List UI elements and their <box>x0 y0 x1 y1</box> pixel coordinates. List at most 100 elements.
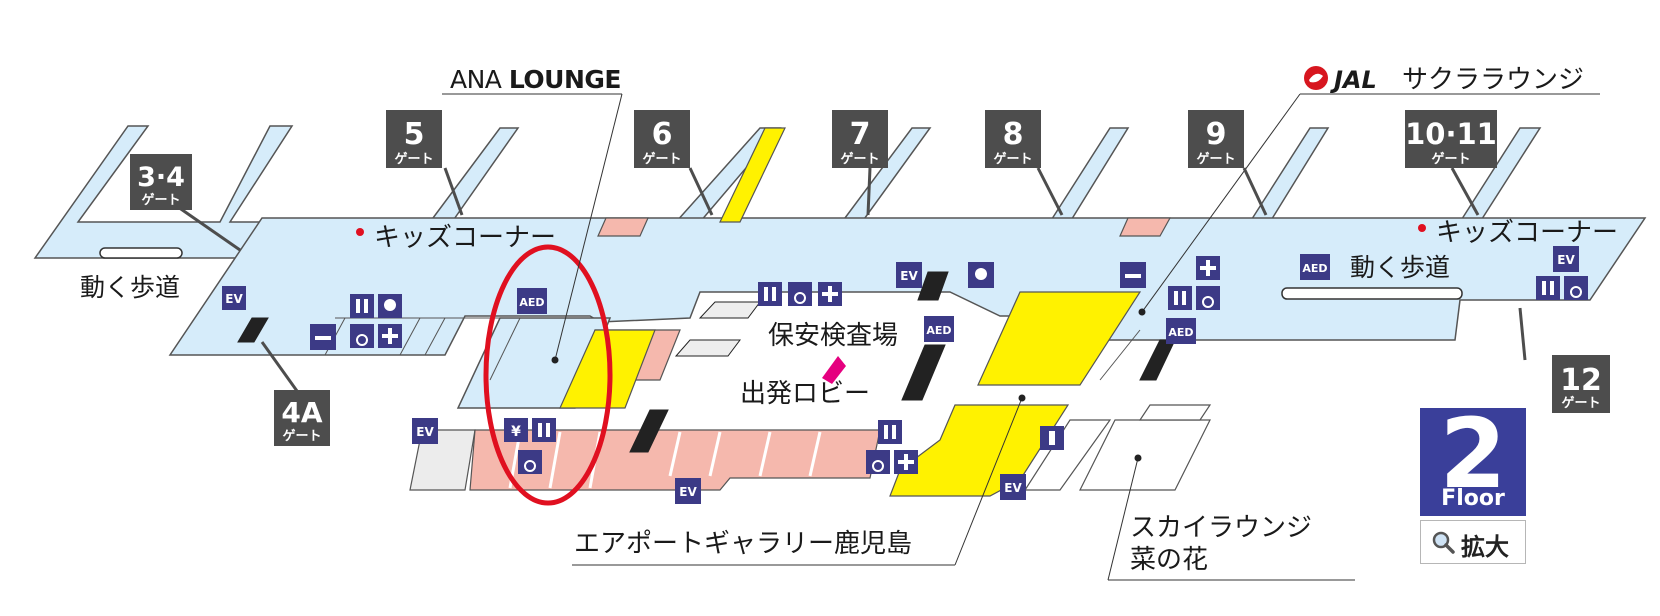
yellow-zones <box>559 127 1142 497</box>
gate-4a-box: 4A ゲート <box>274 390 330 446</box>
svg-text:ゲート: ゲート <box>1561 395 1600 411</box>
gate-12-box: 12 ゲート <box>1552 355 1610 413</box>
ana-lounge-highlight <box>483 244 613 506</box>
gate-10-11-box: 10·11 ゲート <box>1405 110 1497 168</box>
svg-text:12: 12 <box>1560 363 1602 398</box>
nursery-icon <box>378 294 402 318</box>
ev-icon: EV <box>412 418 438 444</box>
gate-pointers <box>177 167 1527 399</box>
aed-icon: AED <box>1300 254 1330 280</box>
first-aid-icon <box>378 324 402 348</box>
walkway-left-label: 動く歩道 <box>80 273 180 302</box>
escalator-center2 <box>917 271 949 301</box>
svg-text:AED: AED <box>1302 262 1327 275</box>
gate-7-box: 7 ゲート <box>832 110 888 168</box>
smoking-icon <box>1120 262 1146 288</box>
ev-icon: EV <box>1000 474 1026 500</box>
yellow-gate6 <box>719 127 786 223</box>
kids-corner-right-label: キッズコーナー <box>1436 218 1618 248</box>
nursery-icon <box>968 262 994 288</box>
departure-lobby-label: 出発ロビー <box>740 379 870 409</box>
accessible-icon <box>350 324 374 348</box>
restroom-icon <box>878 420 902 444</box>
ev-icon: EV <box>896 262 922 288</box>
walkway-right-shape <box>1281 287 1463 300</box>
svg-text:EV: EV <box>900 269 918 283</box>
gate-5-box: 5 ゲート <box>386 110 442 168</box>
pier-5 <box>428 127 520 223</box>
svg-text:EV: EV <box>225 292 243 306</box>
svg-text:5: 5 <box>404 117 425 152</box>
pier-8 <box>1048 127 1130 223</box>
security-checkpoint-label: 保安検査場 <box>768 321 898 351</box>
escalator-jal <box>1139 339 1176 381</box>
svg-text:EV: EV <box>416 425 434 439</box>
security-arrow-icon <box>822 356 846 384</box>
restroom-icon <box>758 282 782 306</box>
svg-text:AED: AED <box>926 324 951 337</box>
gate-9-box: 9 ゲート <box>1188 110 1244 168</box>
escalator-center <box>901 344 946 401</box>
escalator-lower <box>629 409 669 453</box>
floor-word: Floor <box>1441 486 1505 511</box>
jal-lounge-label: JAL サクララウンジ <box>1304 65 1584 95</box>
svg-text:ゲート: ゲート <box>1431 151 1470 167</box>
womens-restroom-icon <box>1040 426 1064 450</box>
svg-text:AED: AED <box>1168 326 1193 339</box>
aed-icon: AED <box>924 316 954 342</box>
accessible-icon <box>1196 286 1220 310</box>
sky-lounge-label: スカイラウンジ <box>1130 513 1312 543</box>
accessible-icon <box>1564 276 1588 300</box>
restroom-icon <box>1536 276 1560 300</box>
walkway-left-shape <box>99 247 183 259</box>
yellow-jal-lounge <box>977 291 1142 386</box>
svg-text:7: 7 <box>850 117 871 152</box>
svg-text:¥: ¥ <box>511 424 521 440</box>
ev-icon: EV <box>1553 246 1579 272</box>
escalators <box>237 271 1176 453</box>
first-aid-icon <box>894 450 918 474</box>
facility-icons: ¥ <box>310 256 1588 474</box>
leader-lines <box>442 93 1600 581</box>
accessible-icon <box>518 450 542 474</box>
walkway-right-label: 動く歩道 <box>1350 253 1450 282</box>
restroom-icon <box>532 418 556 442</box>
svg-text:AED: AED <box>519 296 544 309</box>
svg-text:ANA LOUNGE: ANA LOUNGE <box>450 65 621 94</box>
svg-text:ゲート: ゲート <box>141 192 180 208</box>
svg-text:8: 8 <box>1003 117 1024 152</box>
kids-corner-right-dot <box>1418 224 1426 232</box>
ana-lounge-label: ANA LOUNGE <box>450 65 621 94</box>
gallery-label: エアポートギャラリー鹿児島 <box>574 529 912 559</box>
zoom-button[interactable]: 拡大 <box>1420 520 1526 564</box>
smoking-icon <box>310 324 336 350</box>
kids-corner-left-label: キッズコーナー <box>374 223 556 253</box>
sky-lounge-side <box>1138 404 1212 421</box>
svg-text:ゲート: ゲート <box>1196 151 1235 167</box>
center-room <box>1023 419 1112 491</box>
zoom-label: 拡大 <box>1461 533 1509 561</box>
aed-icon: AED <box>517 288 547 314</box>
svg-text:9: 9 <box>1206 117 1227 152</box>
svg-text:3·4: 3·4 <box>137 162 185 193</box>
svg-text:ゲート: ゲート <box>642 151 681 167</box>
accessible-icon <box>866 450 890 474</box>
first-aid-icon <box>1196 256 1220 280</box>
svg-text:ゲート: ゲート <box>993 151 1032 167</box>
svg-text:4A: 4A <box>281 396 322 429</box>
pink-pad-1 <box>597 217 649 237</box>
magnifier-icon <box>1432 531 1455 554</box>
aed-icon: AED <box>1166 318 1196 344</box>
gate-3-4-box: 3·4 ゲート <box>130 154 192 210</box>
currency-exchange-icon: ¥ <box>504 418 528 442</box>
escalator-4a <box>237 317 269 343</box>
escalator-security-icon <box>674 301 761 357</box>
leader-dots <box>551 308 1146 462</box>
svg-text:EV: EV <box>679 485 697 499</box>
gate-6-box: 6 ゲート <box>634 110 690 168</box>
moving-walkways <box>99 247 1463 300</box>
ev-icon: EV <box>222 286 246 310</box>
floor-number-block: 2 Floor <box>1420 402 1526 516</box>
restroom-icon <box>350 294 374 318</box>
